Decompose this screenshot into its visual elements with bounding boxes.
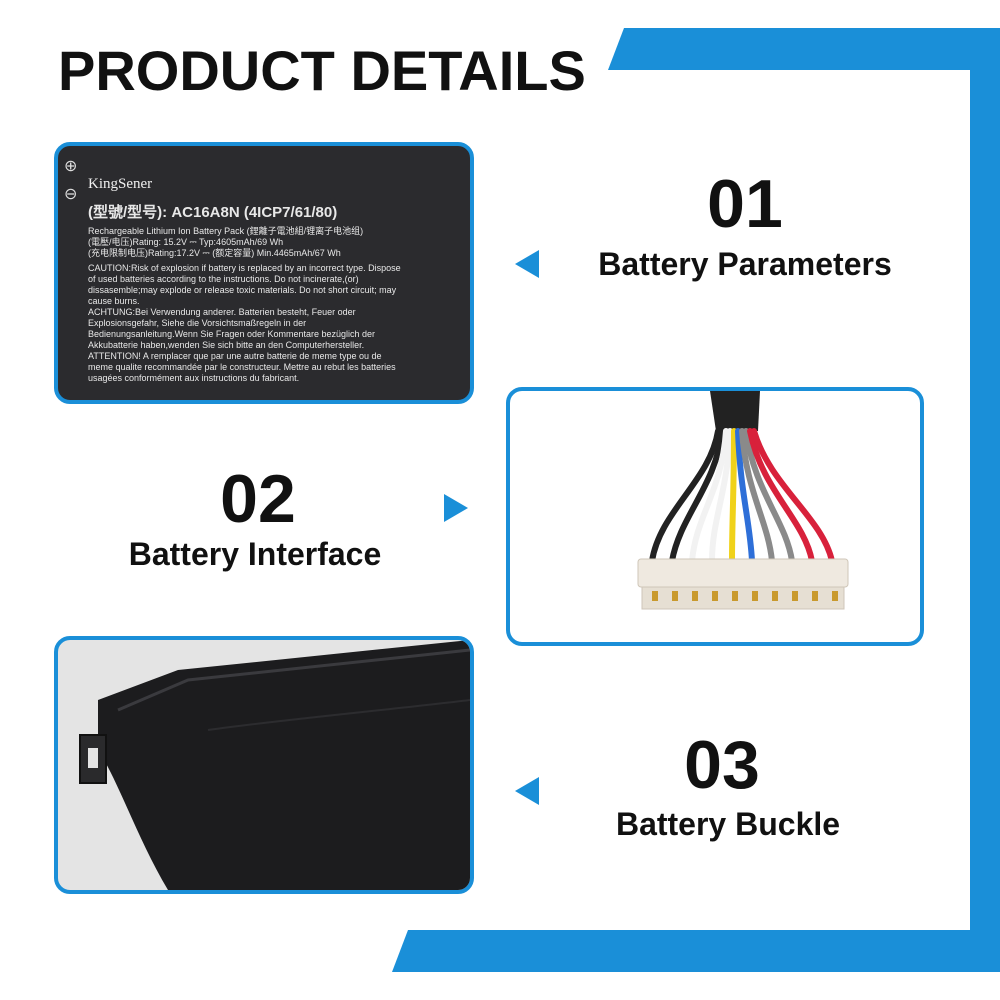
label-line: ATTENTION! A remplacer que par une autre… bbox=[88, 351, 396, 383]
buckle-illustration bbox=[79, 640, 470, 890]
battery-interface-image bbox=[506, 387, 924, 646]
frame-top-bar bbox=[608, 28, 1000, 70]
label-line: Rechargeable Lithium Ion Battery Pack (鋰… bbox=[88, 226, 364, 236]
frame-bottom-bar bbox=[392, 930, 1000, 972]
label-line: CAUTION:Risk of explosion if battery is … bbox=[88, 263, 401, 306]
triangle-pointer-icon bbox=[515, 250, 539, 278]
section-number-01: 01 bbox=[707, 166, 783, 242]
triangle-pointer-icon bbox=[515, 777, 539, 805]
label-line: (電壓/电压)Rating: 15.2V ⎓ Typ:4605mAh/69 Wh bbox=[88, 237, 284, 247]
battery-buckle-image bbox=[54, 636, 474, 894]
model-number: (型號/型号): AC16A8N (4ICP7/61/80) bbox=[88, 204, 338, 221]
minus-circle-icon: ⊖ bbox=[64, 186, 78, 203]
label-line: (充电限制电压)Rating:17.2V ⎓ (额定容量) Min.4465mA… bbox=[88, 248, 341, 258]
page-title: PRODUCT DETAILS bbox=[58, 39, 586, 102]
section-number-03: 03 bbox=[684, 727, 760, 803]
section-label-interface: Battery Interface bbox=[128, 536, 382, 572]
plus-circle-icon: ⊕ bbox=[64, 158, 78, 175]
battery-parameters-image: ⊕ ⊖ KingSener (型號/型号): AC16A8N (4ICP7/61… bbox=[54, 142, 474, 404]
section-label-buckle: Battery Buckle bbox=[615, 806, 841, 842]
battery-label-text: KingSener (型號/型号): AC16A8N (4ICP7/61/80)… bbox=[88, 176, 408, 384]
connector-illustration bbox=[637, 391, 849, 610]
brand-logo: KingSener bbox=[88, 176, 153, 192]
frame-right-bar bbox=[970, 28, 1000, 972]
label-line: ACHTUNG:Bei Verwendung anderer. Batterie… bbox=[88, 307, 376, 350]
section-label-parameters: Battery Parameters bbox=[598, 246, 892, 282]
triangle-pointer-icon bbox=[444, 494, 468, 522]
section-number-02: 02 bbox=[220, 461, 296, 537]
